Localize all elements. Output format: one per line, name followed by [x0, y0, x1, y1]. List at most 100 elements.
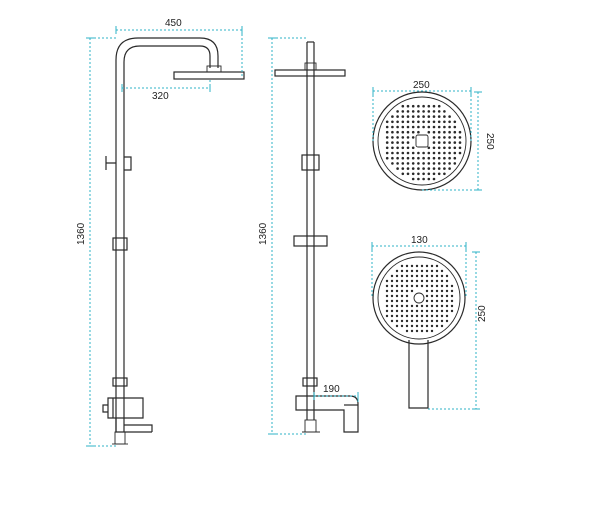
nozzle-hole — [427, 172, 431, 176]
nozzle-hole — [405, 284, 409, 288]
nozzle-hole — [395, 294, 399, 298]
side-mixer-body — [102, 397, 144, 419]
nozzle-hole — [411, 156, 415, 160]
nozzle-hole — [401, 172, 405, 176]
hand-handle — [408, 340, 429, 409]
front-holder — [301, 154, 320, 171]
nozzle-hole — [411, 146, 415, 150]
nozzle-hole — [410, 264, 414, 268]
nozzle-hole — [410, 314, 414, 318]
nozzle-hole — [443, 120, 446, 124]
nozzle-hole — [410, 329, 414, 333]
nozzle-hole — [420, 304, 424, 308]
nozzle-hole — [430, 274, 434, 278]
nozzle-hole — [435, 289, 439, 293]
nozzle-hole — [448, 156, 451, 160]
nozzle-hole — [415, 329, 419, 333]
nozzle-hole — [385, 141, 389, 144]
nozzle-hole — [422, 167, 425, 170]
nozzle-hole — [450, 284, 454, 288]
dim-side-overall-width: 450 — [115, 18, 243, 76]
nozzle-hole — [390, 294, 394, 298]
nozzle-hole — [437, 162, 441, 165]
head-outer-ring — [372, 91, 472, 191]
nozzle-hole — [401, 104, 405, 108]
nozzle-hole — [425, 319, 429, 323]
nozzle-hole — [430, 264, 434, 268]
nozzle-hole — [443, 156, 446, 160]
nozzle-hole — [400, 319, 404, 323]
nozzle-hole — [411, 104, 415, 108]
dim-front-spout: 190 — [313, 384, 359, 404]
nozzle-hole — [391, 156, 394, 160]
nozzle-hole — [406, 104, 410, 108]
nozzle-hole — [401, 120, 405, 124]
nozzle-hole — [406, 130, 410, 134]
nozzle-hole — [427, 125, 431, 129]
nozzle-hole — [427, 104, 431, 108]
nozzle-hole — [415, 314, 419, 318]
nozzle-hole — [448, 136, 451, 139]
nozzle-hole — [435, 299, 439, 303]
nozzle-hole — [411, 125, 415, 129]
front-slider-block — [293, 235, 328, 247]
dim-head-depth: 250 — [422, 91, 495, 191]
dim-hand-width: 130 — [371, 235, 467, 298]
nozzle-hole — [440, 309, 444, 313]
nozzle-hole — [437, 146, 441, 150]
nozzle-hole — [401, 151, 405, 155]
nozzle-hole — [432, 172, 436, 176]
nozzle-hole — [391, 151, 394, 155]
nozzle-hole — [453, 141, 457, 144]
nozzle-hole — [395, 319, 399, 323]
nozzle-hole — [453, 162, 457, 165]
nozzle-hole — [395, 269, 399, 273]
nozzle-hole — [430, 314, 434, 318]
nozzle-hole — [453, 151, 457, 155]
nozzle-hole — [385, 284, 389, 288]
nozzle-hole — [430, 319, 434, 323]
nozzle-hole — [432, 136, 436, 139]
nozzle-hole — [432, 151, 436, 155]
nozzle-hole — [396, 115, 399, 118]
nozzle-hole — [391, 115, 394, 118]
nozzle-hole — [400, 264, 404, 268]
nozzle-hole — [437, 120, 441, 124]
nozzle-hole — [411, 110, 415, 113]
nozzle-hole — [445, 299, 449, 303]
nozzle-hole — [440, 299, 444, 303]
nozzle-hole — [443, 162, 446, 165]
nozzle-hole — [458, 141, 462, 144]
nozzle-hole — [435, 284, 439, 288]
nozzle-hole — [458, 130, 462, 134]
nozzle-hole — [391, 141, 394, 144]
nozzle-hole — [400, 279, 404, 283]
nozzle-hole — [401, 146, 405, 150]
nozzle-hole — [410, 284, 414, 288]
hand-shower-view: 130 250 — [371, 235, 488, 410]
nozzle-hole — [420, 309, 424, 313]
dim-head-diameter: 250 — [372, 80, 472, 141]
nozzle-hole — [417, 172, 420, 176]
nozzle-hole — [443, 146, 446, 150]
nozzle-hole — [427, 177, 431, 181]
nozzle-hole — [448, 146, 451, 150]
side-slider-block — [112, 237, 128, 251]
nozzle-hole — [415, 264, 419, 268]
nozzle-hole — [405, 274, 409, 278]
nozzle-hole — [400, 314, 404, 318]
nozzle-hole — [400, 284, 404, 288]
nozzle-hole — [437, 151, 441, 155]
nozzle-hole — [432, 125, 436, 129]
nozzle-hole — [440, 314, 444, 318]
nozzle-hole — [406, 156, 410, 160]
nozzle-hole — [435, 324, 439, 328]
nozzle-hole — [400, 309, 404, 313]
nozzle-hole — [448, 120, 451, 124]
side-spout — [115, 418, 153, 433]
nozzle-hole — [430, 289, 434, 293]
side-head-connector — [206, 65, 222, 73]
nozzle-hole — [390, 289, 394, 293]
nozzle-hole — [425, 264, 429, 268]
